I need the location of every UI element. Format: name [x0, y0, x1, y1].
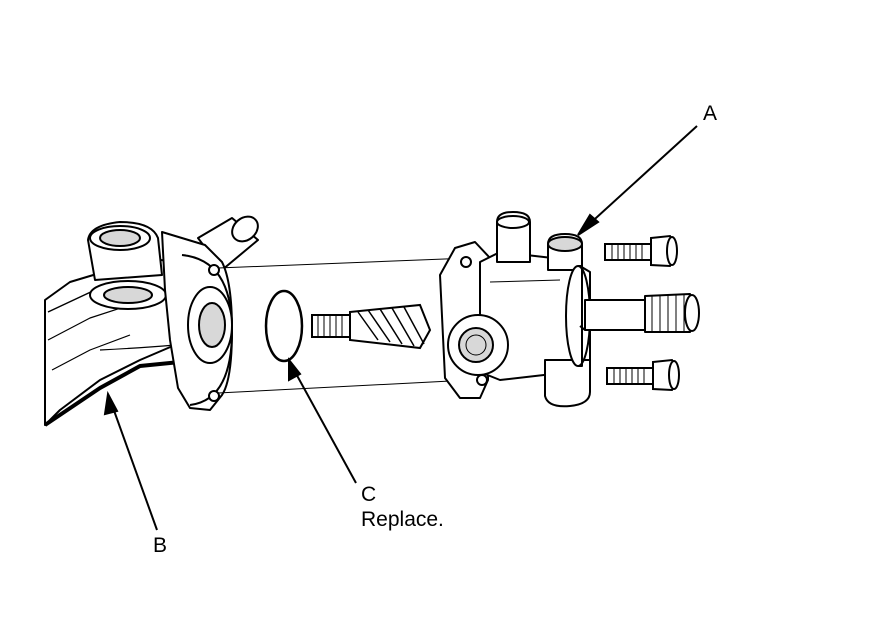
callout-c-label: C	[361, 483, 377, 506]
flange-bolt-upper-icon	[604, 234, 678, 268]
callout-leaders	[103, 125, 698, 531]
steering-gear-housing-icon	[43, 215, 259, 427]
pinion-shaft-icon	[311, 303, 432, 350]
callout-c-note: Replace.	[361, 508, 444, 531]
o-ring-icon	[264, 289, 304, 363]
alignment-lines	[217, 257, 471, 394]
callout-a-label: A	[703, 102, 718, 125]
flange-bolt-lower-icon	[606, 358, 680, 392]
valve-body-housing-icon	[439, 211, 700, 408]
callout-b-label: B	[153, 534, 168, 557]
